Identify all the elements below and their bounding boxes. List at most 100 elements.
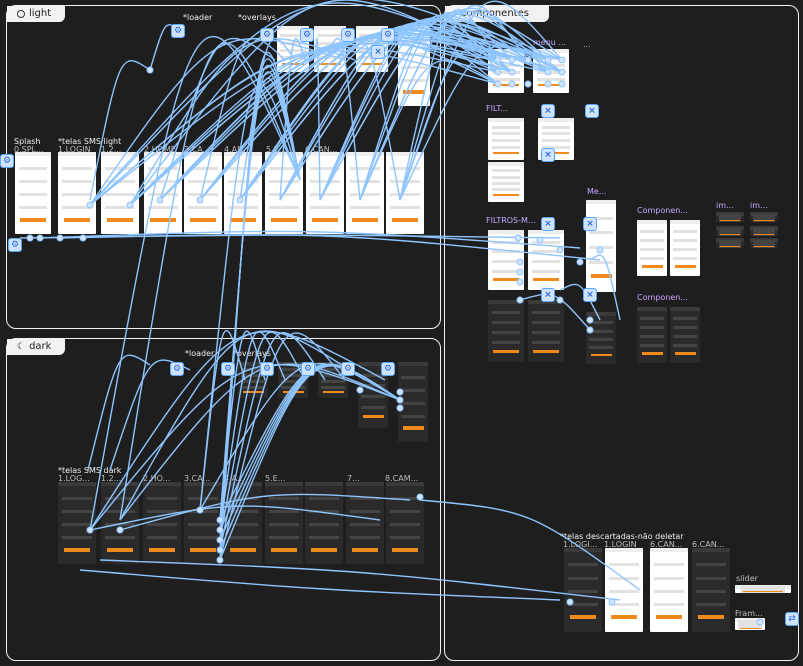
frame-desc-1login[interactable] <box>564 548 602 632</box>
frame-content-row <box>349 179 381 183</box>
section-componentes-tab[interactable]: componentes <box>445 6 549 22</box>
frame-status-bar <box>488 118 524 122</box>
frame-dark-4[interactable] <box>224 482 262 564</box>
frame-status-bar <box>488 162 524 166</box>
frame-dark-12[interactable] <box>101 482 139 564</box>
frame-dark-2[interactable] <box>143 482 181 564</box>
frame-light-8[interactable] <box>386 152 424 234</box>
frame-content-row <box>491 71 521 74</box>
frame-im-5[interactable] <box>716 238 744 248</box>
frame-content-row <box>640 256 664 260</box>
fram-link-icon[interactable]: ⇄ <box>785 612 799 626</box>
frame-dark-7[interactable] <box>346 482 384 564</box>
frame-im-1[interactable] <box>716 212 744 222</box>
frame-dark-5[interactable] <box>265 482 303 564</box>
frame-desc-1login2[interactable] <box>605 548 643 632</box>
light-overlays-label: *overlays <box>238 13 276 22</box>
frame-content-row <box>104 206 136 210</box>
overlay-settings-icon[interactable]: ⚙ <box>300 28 314 42</box>
frame-light-overlay-4[interactable] <box>398 26 430 106</box>
frame-primary-button <box>63 217 91 222</box>
frame-filtros-1[interactable] <box>488 118 524 160</box>
frame-content-row <box>147 193 179 196</box>
dark-overlay-settings-icon[interactable]: ⚙ <box>301 362 315 376</box>
frame-light-3can[interactable] <box>184 152 222 234</box>
frame-componente-light-1[interactable] <box>637 220 667 276</box>
dark-overlay-settings-icon[interactable]: ⚙ <box>341 362 355 376</box>
frame-content-row <box>401 40 427 44</box>
frame-filtros-2[interactable] <box>488 162 524 202</box>
frame-slider[interactable] <box>735 585 791 593</box>
frame-light-7[interactable] <box>346 152 384 234</box>
frame-light-1login[interactable] <box>58 152 96 234</box>
frame-filtros-m-2[interactable] <box>528 230 564 290</box>
frame-im-6[interactable] <box>750 238 778 248</box>
frame-componente-dark-1[interactable] <box>637 307 667 363</box>
section-light-tab[interactable]: light <box>7 6 66 22</box>
frame-status-bar <box>224 152 262 156</box>
frame-me[interactable] <box>586 200 616 292</box>
frame-content-row <box>536 56 566 60</box>
frame-content-row <box>227 509 259 513</box>
frame-status-bar <box>538 118 574 122</box>
frame-menu-2[interactable] <box>533 49 569 93</box>
frame-filtros-m-1[interactable] <box>488 230 524 290</box>
frame-content-row <box>280 41 306 45</box>
frame-content-row <box>187 523 219 526</box>
frame-splash[interactable] <box>15 152 51 234</box>
dark-overlays-label: *overlays <box>233 349 271 358</box>
filtros-close-icon[interactable]: × <box>541 104 555 118</box>
frame-desc-6can[interactable] <box>650 548 688 632</box>
frame-dark-8cam[interactable] <box>386 482 424 564</box>
dark-loader-settings-icon[interactable]: ⚙ <box>170 362 184 376</box>
frame-im-2[interactable] <box>750 212 778 222</box>
frame-status-bar <box>670 307 700 311</box>
frame-light-5[interactable] <box>265 152 303 234</box>
frame-dark-1login[interactable] <box>58 482 96 564</box>
filtros-m-close-icon[interactable]: × <box>583 217 597 231</box>
frame-status-bar <box>586 200 616 204</box>
frame-content-row <box>317 41 343 45</box>
frame-componente-dark-2[interactable] <box>670 307 700 363</box>
dark-overlay-settings-icon[interactable]: ⚙ <box>221 362 235 376</box>
overlay-settings-icon[interactable]: ⚙ <box>381 28 395 42</box>
filtros-m-close-icon[interactable]: × <box>541 217 555 231</box>
frame-status-bar <box>305 482 343 486</box>
overlay-close-icon[interactable]: × <box>371 45 385 59</box>
filtros-m-close-icon[interactable]: × <box>541 288 555 302</box>
frame-status-bar <box>605 548 643 552</box>
frame-content-row <box>752 239 776 243</box>
frame-light-4an[interactable] <box>224 152 262 234</box>
frame-me-dark[interactable] <box>586 312 616 364</box>
overlay-settings-icon[interactable]: ⚙ <box>260 28 274 42</box>
frame-im-4[interactable] <box>750 226 778 236</box>
loader-settings-icon[interactable]: ⚙ <box>171 24 185 38</box>
overlay-settings-icon[interactable]: ⚙ <box>341 28 355 42</box>
frame-dark-3[interactable] <box>184 482 222 564</box>
frame-im-3[interactable] <box>716 226 744 236</box>
filtros-close-icon[interactable]: × <box>585 104 599 118</box>
section-dark-tab[interactable]: ☾ dark <box>7 339 66 355</box>
frame-componente-light-2[interactable] <box>670 220 700 276</box>
splash-link-icon[interactable]: ⚙ <box>8 238 22 252</box>
dark-overlay-settings-icon[interactable]: ⚙ <box>260 362 274 376</box>
frame-dark-overlay-5[interactable] <box>398 362 428 442</box>
splash-settings-icon[interactable]: ⚙ <box>0 154 14 168</box>
filtros-m-close-icon[interactable]: × <box>583 288 597 302</box>
frame-light-6can[interactable] <box>306 152 344 234</box>
frame-filtros-m-dark-1[interactable] <box>488 300 524 362</box>
frame-dark-6[interactable] <box>305 482 343 564</box>
frame-content-row <box>640 248 664 251</box>
frame-light-2home[interactable] <box>144 152 182 234</box>
frame-filtros-m-dark-2[interactable] <box>528 300 564 362</box>
frame-menu-1[interactable] <box>488 49 524 93</box>
frame-content-row <box>349 206 381 210</box>
frame-content-row <box>589 329 613 333</box>
frame-fram[interactable] <box>735 618 765 630</box>
dark-overlay-settings-icon[interactable]: ⚙ <box>381 362 395 376</box>
dark-8cam-label: 8.CAM... <box>385 474 419 483</box>
filtros-close-icon[interactable]: × <box>541 148 555 162</box>
frame-desc-6can2[interactable] <box>692 548 730 632</box>
frame-content-row <box>673 230 697 234</box>
frame-light-12[interactable] <box>101 152 139 234</box>
